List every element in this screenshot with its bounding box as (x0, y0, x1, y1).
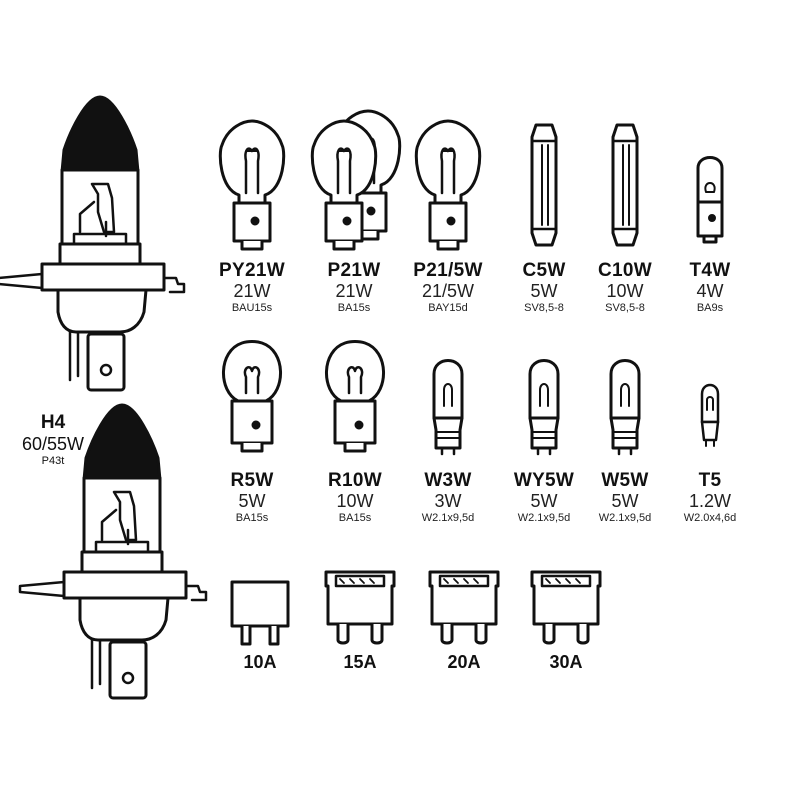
bulb-base: W2.1x9,5d (421, 512, 475, 524)
label-r5w: R5W 5W BA15s (197, 470, 307, 526)
bulb-base: BA9s (696, 302, 724, 314)
bulb-name: R10W (328, 470, 382, 491)
fuse-label-20a: 20A (447, 652, 481, 672)
bulb-watt: 21/5W (421, 281, 475, 301)
bulb-watt: 5W (611, 491, 639, 511)
bulb-t5 (700, 383, 720, 448)
bulb-py21w (218, 119, 286, 251)
fuse-label-15a: 15A (343, 652, 377, 672)
label-w3w: W3W 3W W2.1x9,5d (393, 470, 503, 526)
bulb-watt: 5W (238, 491, 266, 511)
fuse-label-10a: 10A (243, 652, 277, 672)
fuse-10a (230, 580, 290, 646)
bulb-name: W3W (424, 470, 472, 491)
h4-name: H4 (40, 412, 66, 433)
label-wy5w: WY5W 5W W2.1x9,5d (489, 470, 599, 526)
bulb-name: R5W (230, 470, 274, 491)
label-r10w: R10W 10W BA15s (300, 470, 410, 526)
fuse-30a (530, 570, 602, 645)
label-p21-5w: P21/5W 21/5W BAY15d (393, 260, 503, 316)
bulb-c10w (611, 123, 639, 247)
bulb-base: SV8,5-8 (605, 302, 645, 314)
bulb-r5w (221, 340, 283, 453)
h4-bulb-upper (0, 95, 186, 392)
fuse-15a (324, 570, 396, 645)
bulb-base: BA15s (337, 302, 371, 314)
bulb-watt: 21W (233, 281, 271, 301)
bulb-watt: 10W (606, 281, 644, 301)
h4-watt: 60/55W (21, 434, 85, 454)
label-p21w: P21W 21W BA15s (299, 260, 409, 316)
bulb-name: T4W (689, 260, 731, 281)
bulb-watt: 4W (696, 281, 724, 301)
bulb-base: BAY15d (428, 302, 468, 314)
label-c5w: C5W 5W SV8,5-8 (489, 260, 599, 316)
bulb-watt: 1.2W (688, 491, 731, 511)
bulb-watt: 3W (434, 491, 462, 511)
bulb-base: W2.0x4,6d (683, 512, 737, 524)
label-c10w: C10W 10W SV8,5-8 (570, 260, 680, 316)
bulb-w3w (432, 359, 464, 456)
bulb-watt: 10W (336, 491, 374, 511)
bulb-name: P21/5W (413, 260, 483, 281)
label-t5: T5 1.2W W2.0x4,6d (655, 470, 765, 526)
bulb-base: SV8,5-8 (524, 302, 564, 314)
bulb-name: P21W (327, 260, 381, 281)
bulb-w5w (609, 359, 641, 456)
label-py21w: PY21W 21W BAU15s (197, 260, 307, 316)
bulb-name: T5 (698, 470, 722, 491)
fuse-label-30a: 30A (549, 652, 583, 672)
bulb-name: W5W (601, 470, 649, 491)
bulb-wy5w (528, 359, 560, 456)
bulb-name: PY21W (219, 260, 285, 281)
bulb-p21-5w (414, 119, 482, 251)
h4-base: P43t (41, 455, 65, 467)
bulb-r10w (324, 340, 386, 453)
bulb-base: W2.1x9,5d (517, 512, 571, 524)
bulb-name: C5W (522, 260, 566, 281)
fuse-20a (428, 570, 500, 645)
label-w5w: W5W 5W W2.1x9,5d (570, 470, 680, 526)
bulb-name: WY5W (513, 470, 575, 491)
bulb-base: BA15s (235, 512, 269, 524)
bulb-watt: 5W (530, 491, 558, 511)
bulb-c5w (530, 123, 558, 247)
bulb-t4w (696, 156, 724, 244)
bulb-base: BAU15s (231, 302, 273, 314)
bulb-watt: 5W (530, 281, 558, 301)
h4-label: H4 60/55W P43t (8, 412, 98, 469)
label-t4w: T4W 4W BA9s (655, 260, 765, 316)
bulb-base: W2.1x9,5d (598, 512, 652, 524)
bulb-name: C10W (598, 260, 652, 281)
bulb-watt: 21W (335, 281, 373, 301)
bulb-base: BA15s (338, 512, 372, 524)
